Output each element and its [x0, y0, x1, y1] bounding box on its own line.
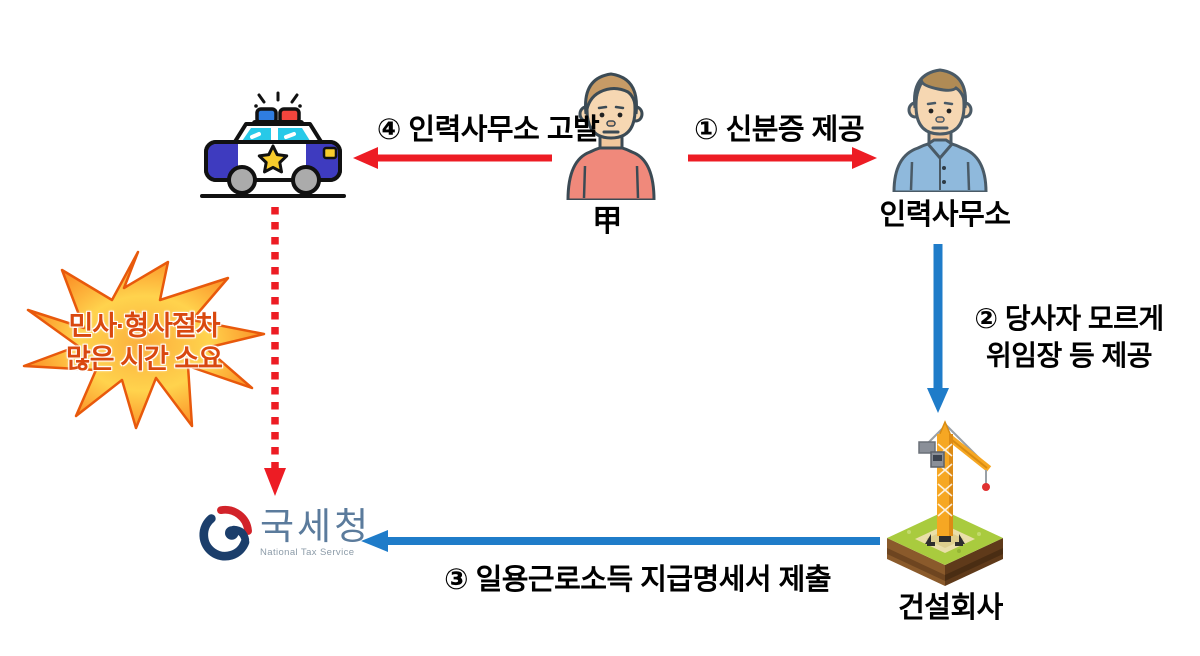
- label-step3: ③ 일용근로소득 지급명세서 제출: [443, 564, 832, 596]
- label-step1: ① 신분증 제공: [693, 114, 865, 146]
- label-step2: ② 당사자 모르게 위임장 등 제공: [948, 300, 1190, 374]
- label-step2-line1: ② 당사자 모르게: [974, 303, 1164, 334]
- nts-subtitle: National Tax Service: [260, 547, 355, 559]
- police-car-icon: [200, 91, 346, 198]
- nts-logo: 국세청 National Tax Service: [196, 504, 371, 562]
- arrow-step2: [927, 244, 949, 413]
- arrow-step4: [353, 147, 552, 169]
- korea-gov-emblem-icon: [199, 505, 252, 561]
- label-construction: 건설회사: [898, 592, 1003, 624]
- label-manpower-office: 인력사무소: [879, 199, 1011, 231]
- arrow-step1: [688, 147, 877, 169]
- arrow-step3: [361, 530, 880, 552]
- burst-callout: 민사·형사절차 많은 시간 소요: [30, 310, 258, 376]
- label-gap: 甲: [592, 205, 622, 238]
- label-step2-line2: 위임장 등 제공: [985, 340, 1153, 371]
- burst-line1: 민사·형사절차: [68, 311, 220, 341]
- person-office-icon: [892, 68, 988, 192]
- nts-title: 국세청: [260, 506, 372, 548]
- arrow-report-dotted: [264, 207, 286, 496]
- burst-line2: 많은 시간 소요: [65, 344, 223, 374]
- burst-icon: [22, 250, 266, 430]
- construction-crane-icon: [887, 420, 1003, 586]
- label-step4: ④ 인력사무소 고발: [376, 114, 600, 146]
- person-gap-icon: [566, 72, 656, 200]
